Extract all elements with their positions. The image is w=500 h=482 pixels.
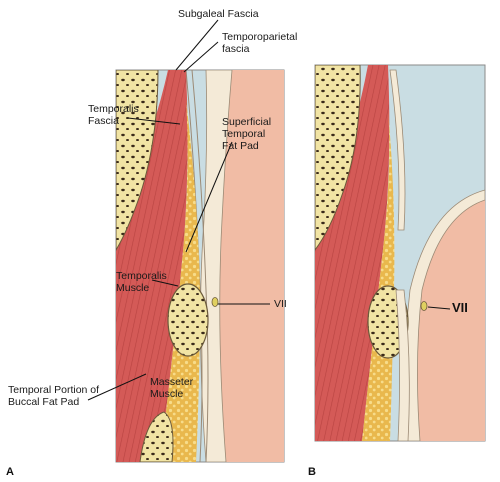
- label-masseter-muscle-1: Masseter: [150, 376, 194, 388]
- skull-bone-b: [315, 65, 361, 251]
- skin-layer: [218, 70, 284, 462]
- panel-a-letter: A: [6, 466, 14, 478]
- label-temporalis-fascia-1: Temporalis: [88, 103, 139, 115]
- leader-lines: [87, 19, 451, 401]
- label-subgaleal-fascia: Subgaleal Fascia: [178, 8, 259, 20]
- leader-temporalis-fascia: [127, 117, 181, 125]
- skull-bone: [116, 70, 159, 251]
- label-superficial-fat-pad-1: Superficial: [222, 116, 272, 128]
- fascia-b: [389, 69, 406, 231]
- label-temporoparietal-fascia-2: fascia: [222, 43, 250, 55]
- temporalis-muscle: [116, 70, 188, 462]
- leader-vii-b: [427, 306, 451, 310]
- leader-temporoparietal: [183, 41, 219, 73]
- fat-pad: [160, 100, 200, 462]
- facial-nerve-b: [420, 301, 428, 311]
- label-temporalis-fascia-2: Fascia: [88, 115, 119, 127]
- label-masseter-muscle-2: Muscle: [150, 388, 184, 400]
- panel-b-letter: B: [308, 466, 316, 478]
- skin-cream-layer-b: [404, 189, 485, 441]
- panel-b: [314, 64, 486, 442]
- leader-fat-pad: [185, 141, 233, 253]
- label-superficial-fat-pad-3: Fat Pad: [222, 140, 259, 152]
- zygomatic-arch: [167, 283, 209, 357]
- label-buccal-fat-pad-2: Buccal Fat Pad: [8, 396, 80, 408]
- panel-a: [115, 69, 285, 463]
- label-facial-nerve-a: VII: [274, 298, 287, 310]
- label-temporoparietal-fascia-1: Temporoparietal: [222, 31, 298, 43]
- label-temporalis-muscle-1: Temporalis: [116, 270, 167, 282]
- fascia-flap-b: [395, 289, 410, 441]
- temporalis-muscle-b: [315, 65, 390, 441]
- label-temporalis-muscle-2: Muscle: [116, 282, 150, 294]
- leader-buccal: [87, 373, 147, 401]
- skin-layer-b: [417, 200, 485, 441]
- lower-bone: [139, 411, 174, 462]
- label-facial-nerve-b: VII: [452, 300, 468, 315]
- leader-temporalis-muscle: [151, 279, 179, 287]
- label-buccal-fat-pad-1: Temporal Portion of: [8, 384, 100, 396]
- leader-subgaleal: [175, 19, 219, 71]
- label-superficial-fat-pad-2: Temporal: [222, 128, 266, 140]
- facial-nerve-a: [211, 297, 219, 307]
